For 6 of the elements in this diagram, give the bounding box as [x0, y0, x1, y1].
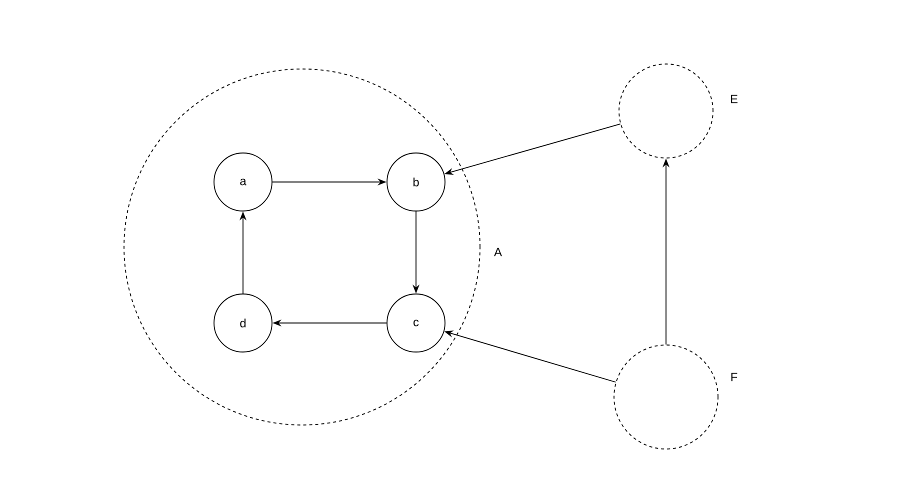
dashed-circle [124, 68, 480, 426]
node-label: E [731, 94, 738, 104]
dashed-circle [618, 64, 714, 158]
node-label: A [494, 248, 502, 256]
dashed-circle [614, 344, 718, 450]
node-label: F [731, 372, 738, 382]
